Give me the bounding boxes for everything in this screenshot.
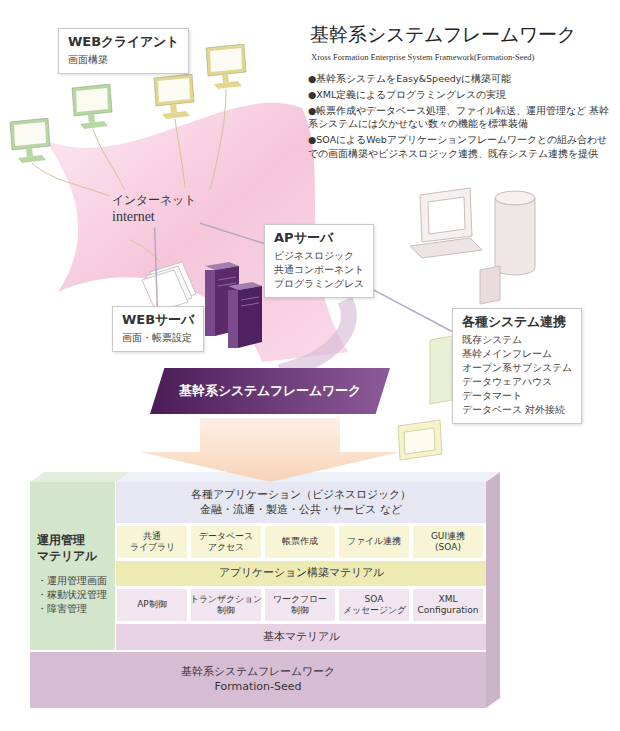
build-material-layer: アプリケーション構築マテリアル (116, 561, 486, 586)
node-text: 帳票作成 (282, 536, 318, 547)
node-text: ・運用管理画面 (37, 574, 109, 588)
node-text: 共通 ライブラリ (130, 531, 175, 554)
node-text: アプリケーション構築マテリアル (219, 566, 384, 581)
material-cell: 共通 ライブラリ (116, 525, 188, 559)
node-text: 画面構築 (68, 53, 179, 67)
system-link-box: 各種システム連携既存システム 基幹メインフレーム オープン系サブシステム データ… (452, 308, 582, 424)
node-text: SOA メッセージング (343, 594, 406, 617)
node-text: WEBクライアント (68, 34, 179, 51)
control-cell: ワークフロー 制御 (264, 588, 336, 622)
control-cell: SOA メッセージング (338, 588, 410, 622)
node-text: ・障害管理 (37, 602, 109, 616)
material-cell: 帳票作成 (264, 525, 336, 559)
control-cell: XML Configuration (412, 588, 484, 622)
basic-material-layer: 基本マテリアル (116, 624, 486, 650)
wire-line (155, 228, 158, 306)
node-text: データベース アクセス (199, 531, 253, 554)
control-cell: AP制御 (116, 588, 188, 622)
connector (374, 290, 452, 331)
ap-server-box: APサーバビジネスロジック 共通コンポーネント プログラミングレス (264, 224, 374, 298)
bullet-note: ●帳票作成やデータベース処理、ファイル転送、運用管理など 基幹系システムには欠か… (308, 104, 614, 132)
wire-line (200, 223, 264, 243)
node-text: ・稼動状況管理 (37, 588, 109, 602)
node-text: 各種アプリケーション（ビジネスロジック） (191, 488, 411, 503)
bullet-note: ●SOAによるWebアプリケーションフレームワークとの組み合わせ での画面構築や… (308, 133, 614, 161)
node-text: 画面・帳票設定 (122, 331, 194, 345)
fat-arrow (140, 418, 400, 482)
bullet-note: ●基幹系システムをEasy&Speedyに構築可能 (308, 72, 614, 86)
bullet-note: ●XML定義によるプログラミングレスの実現 (308, 88, 614, 102)
material-cell: GUI連携 (SOA) (412, 525, 484, 559)
node-text: 金融・流通・製造・公共・サービス など (200, 503, 402, 518)
bullet-list: ●基幹系システムをEasy&Speedyに構築可能 ●XML定義によるプログラミン… (308, 72, 614, 163)
node-text: APサーバ (274, 230, 364, 247)
node-text: 基幹系システムフレームワーク (181, 665, 335, 680)
node-text: ビジネスロジック 共通コンポーネント プログラミングレス (274, 249, 364, 291)
node-text: インターネット (112, 192, 196, 209)
node-text: ファイル連携 (347, 536, 401, 547)
diagram-title: 基幹系システムフレームワーク (310, 22, 576, 48)
node-text: 運用管理 マテリアル (37, 532, 97, 564)
band-parallelogram (150, 368, 390, 414)
node-text: 基幹系システムフレームワーク (179, 382, 361, 400)
framework-base-slab: 基幹系システムフレームワークFormation-Seed (30, 652, 486, 708)
client-box: WEBクライアント画面構築 (58, 28, 189, 74)
node-text: AP制御 (137, 599, 167, 610)
connector (155, 228, 158, 306)
wire-line (374, 290, 452, 331)
node-text: トランザクション 制御 (190, 594, 262, 617)
subtitle-label: Xross Formation Enterprise System Framew… (311, 52, 534, 62)
connector (200, 223, 264, 243)
operation-panel: 運用管理 マテリアル・運用管理画面・稼動状況管理・障害管理 (30, 482, 116, 650)
material-cell: ファイル連携 (338, 525, 410, 559)
material-cell: データベース アクセス (190, 525, 262, 559)
node-text: XML Configuration (417, 594, 478, 617)
node-text: WEBサーバ (122, 312, 194, 329)
node-text: internet (112, 209, 196, 226)
node-text: GUI連携 (SOA) (431, 531, 465, 554)
internet-label-box: インターネットinternet (108, 190, 200, 228)
application-layer: 各種アプリケーション（ビジネスロジック）金融・流通・製造・公共・サービス など (116, 482, 486, 523)
framework-band: 基幹系システムフレームワーク (150, 368, 390, 414)
node-text: 基本マテリアル (263, 630, 340, 645)
node-text: 既存システム 基幹メインフレーム オープン系サブシステム データウェアハウス デ… (462, 333, 572, 417)
web-server-box: WEBサーバ画面・帳票設定 (112, 306, 204, 352)
connector (140, 418, 400, 482)
node-text: 各種システム連携 (462, 314, 572, 331)
control-cell: トランザクション 制御 (190, 588, 262, 622)
node-text: Formation-Seed (215, 680, 302, 695)
node-text: ワークフロー 制御 (273, 594, 327, 617)
